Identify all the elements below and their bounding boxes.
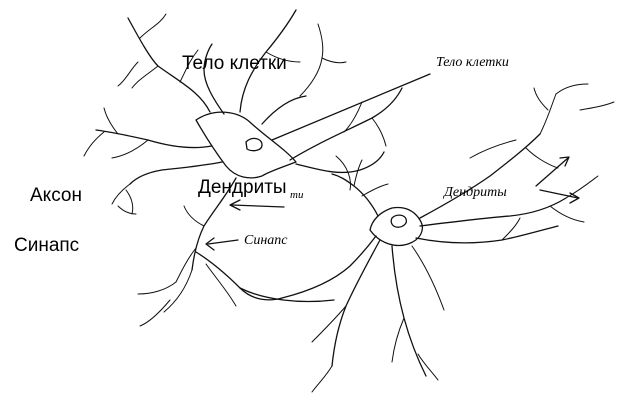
connecting-fibre bbox=[282, 236, 376, 298]
stray-mark: ти bbox=[290, 190, 303, 201]
right-dendrite-right-2a bbox=[566, 176, 598, 198]
label-axon: Аксон bbox=[30, 186, 82, 205]
left-dendrite-left-2b bbox=[126, 190, 133, 214]
left-dendrite-up-1b bbox=[140, 14, 166, 38]
right-dendrite-right-1d bbox=[534, 88, 548, 110]
right-dendrite-down-1 bbox=[392, 246, 426, 376]
right-dendrite-down-2b bbox=[312, 366, 332, 392]
cell-body-pointer-line bbox=[272, 74, 430, 140]
left-dendrite-up-1a bbox=[132, 66, 158, 88]
left-dendrite-up-3 bbox=[262, 96, 306, 124]
left-dendrite-up-5a bbox=[322, 58, 346, 63]
synapse-pointer-line bbox=[208, 240, 238, 244]
connecting-fibre-2 bbox=[240, 288, 334, 302]
synapse-terminal-4 bbox=[140, 300, 170, 326]
right-dendrite-right-2 bbox=[420, 198, 566, 226]
right-dendrite-down-1a bbox=[392, 318, 404, 362]
left-dendrite-left-2c bbox=[118, 206, 136, 214]
right-dendrite-right-1b bbox=[526, 148, 558, 168]
handwritten-dendrites: Дендриты bbox=[444, 186, 507, 200]
left-soma-nucleus bbox=[246, 138, 262, 150]
right-dendrite-right-1c bbox=[556, 84, 588, 94]
right-dendrite-down-2a bbox=[312, 306, 346, 342]
right-dendrite-upleft-1a bbox=[354, 160, 362, 186]
right-dendrite-right-3 bbox=[416, 226, 558, 243]
left-dendrite-left-1 bbox=[96, 130, 212, 148]
right-dendrite-down-3 bbox=[412, 246, 444, 310]
left-dendrite-left-2a bbox=[112, 184, 130, 204]
label-synapse: Синапс bbox=[14, 236, 79, 255]
right-dendrite-right-4 bbox=[470, 140, 516, 158]
dendrites-pointer-line-right-1 bbox=[536, 158, 568, 186]
label-dendrites: Дендриты bbox=[198, 178, 287, 197]
right-dendrite-right-1a bbox=[540, 94, 556, 134]
left-dendrite-up-5 bbox=[300, 24, 323, 96]
left-dendrite-left-1a bbox=[112, 140, 148, 158]
left-dendrite-up-6 bbox=[118, 62, 138, 86]
dendrites-pointer-line-left bbox=[232, 205, 284, 207]
synapse-terminal-2 bbox=[164, 270, 192, 312]
right-dendrite-upleft-1b bbox=[362, 184, 388, 196]
axon-branch-1 bbox=[184, 206, 204, 226]
right-dendrite-right-5 bbox=[580, 102, 614, 110]
right-dendrite-right-2b bbox=[550, 206, 584, 222]
right-soma-nucleus bbox=[391, 215, 406, 227]
left-dendrite-right-2 bbox=[296, 152, 384, 172]
handwritten-cell-body: Тело клетки bbox=[436, 56, 509, 70]
synapse-bouton-path bbox=[196, 252, 282, 300]
left-dendrite-right-1b bbox=[372, 118, 386, 146]
right-dendrite-right-1 bbox=[420, 134, 540, 218]
left-dendrite-left-1b bbox=[104, 108, 118, 134]
label-cell-body: Тело клетки bbox=[182, 54, 287, 73]
left-dendrite-left-1c bbox=[84, 132, 104, 156]
synapse-terminal-3 bbox=[138, 282, 176, 294]
left-dendrite-right-1 bbox=[290, 88, 402, 160]
handwritten-synapse: Синапс bbox=[244, 234, 288, 248]
